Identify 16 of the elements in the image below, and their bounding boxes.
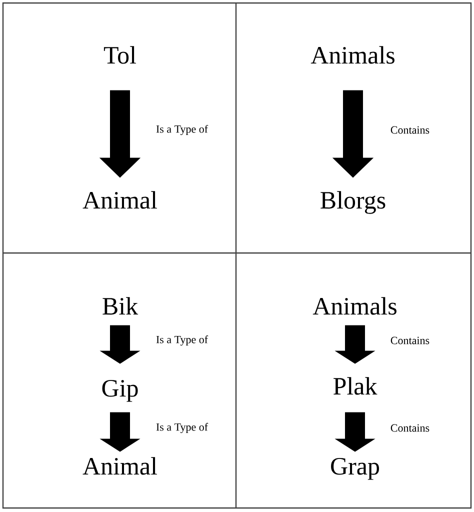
term-label: Blorgs: [320, 191, 386, 214]
edge-label: Contains: [390, 424, 430, 432]
edge-label: Contains: [390, 126, 430, 134]
term-label: Animals: [312, 297, 396, 315]
term-label: Animals: [310, 46, 394, 64]
term-label: Grap: [331, 458, 379, 480]
edge-label: Contains: [390, 336, 430, 344]
term-label: Tol: [104, 46, 136, 64]
term-label: Bik: [102, 297, 138, 315]
term-label: Plak: [334, 377, 378, 395]
edge-label: Is a Type of: [156, 335, 208, 346]
term-label: Animal: [82, 191, 157, 209]
edge-label: Is a Type of: [156, 422, 208, 434]
term-label: Animal: [82, 457, 157, 475]
term-label: Gip: [102, 380, 138, 402]
edge-label: Is a Type of: [156, 124, 208, 136]
